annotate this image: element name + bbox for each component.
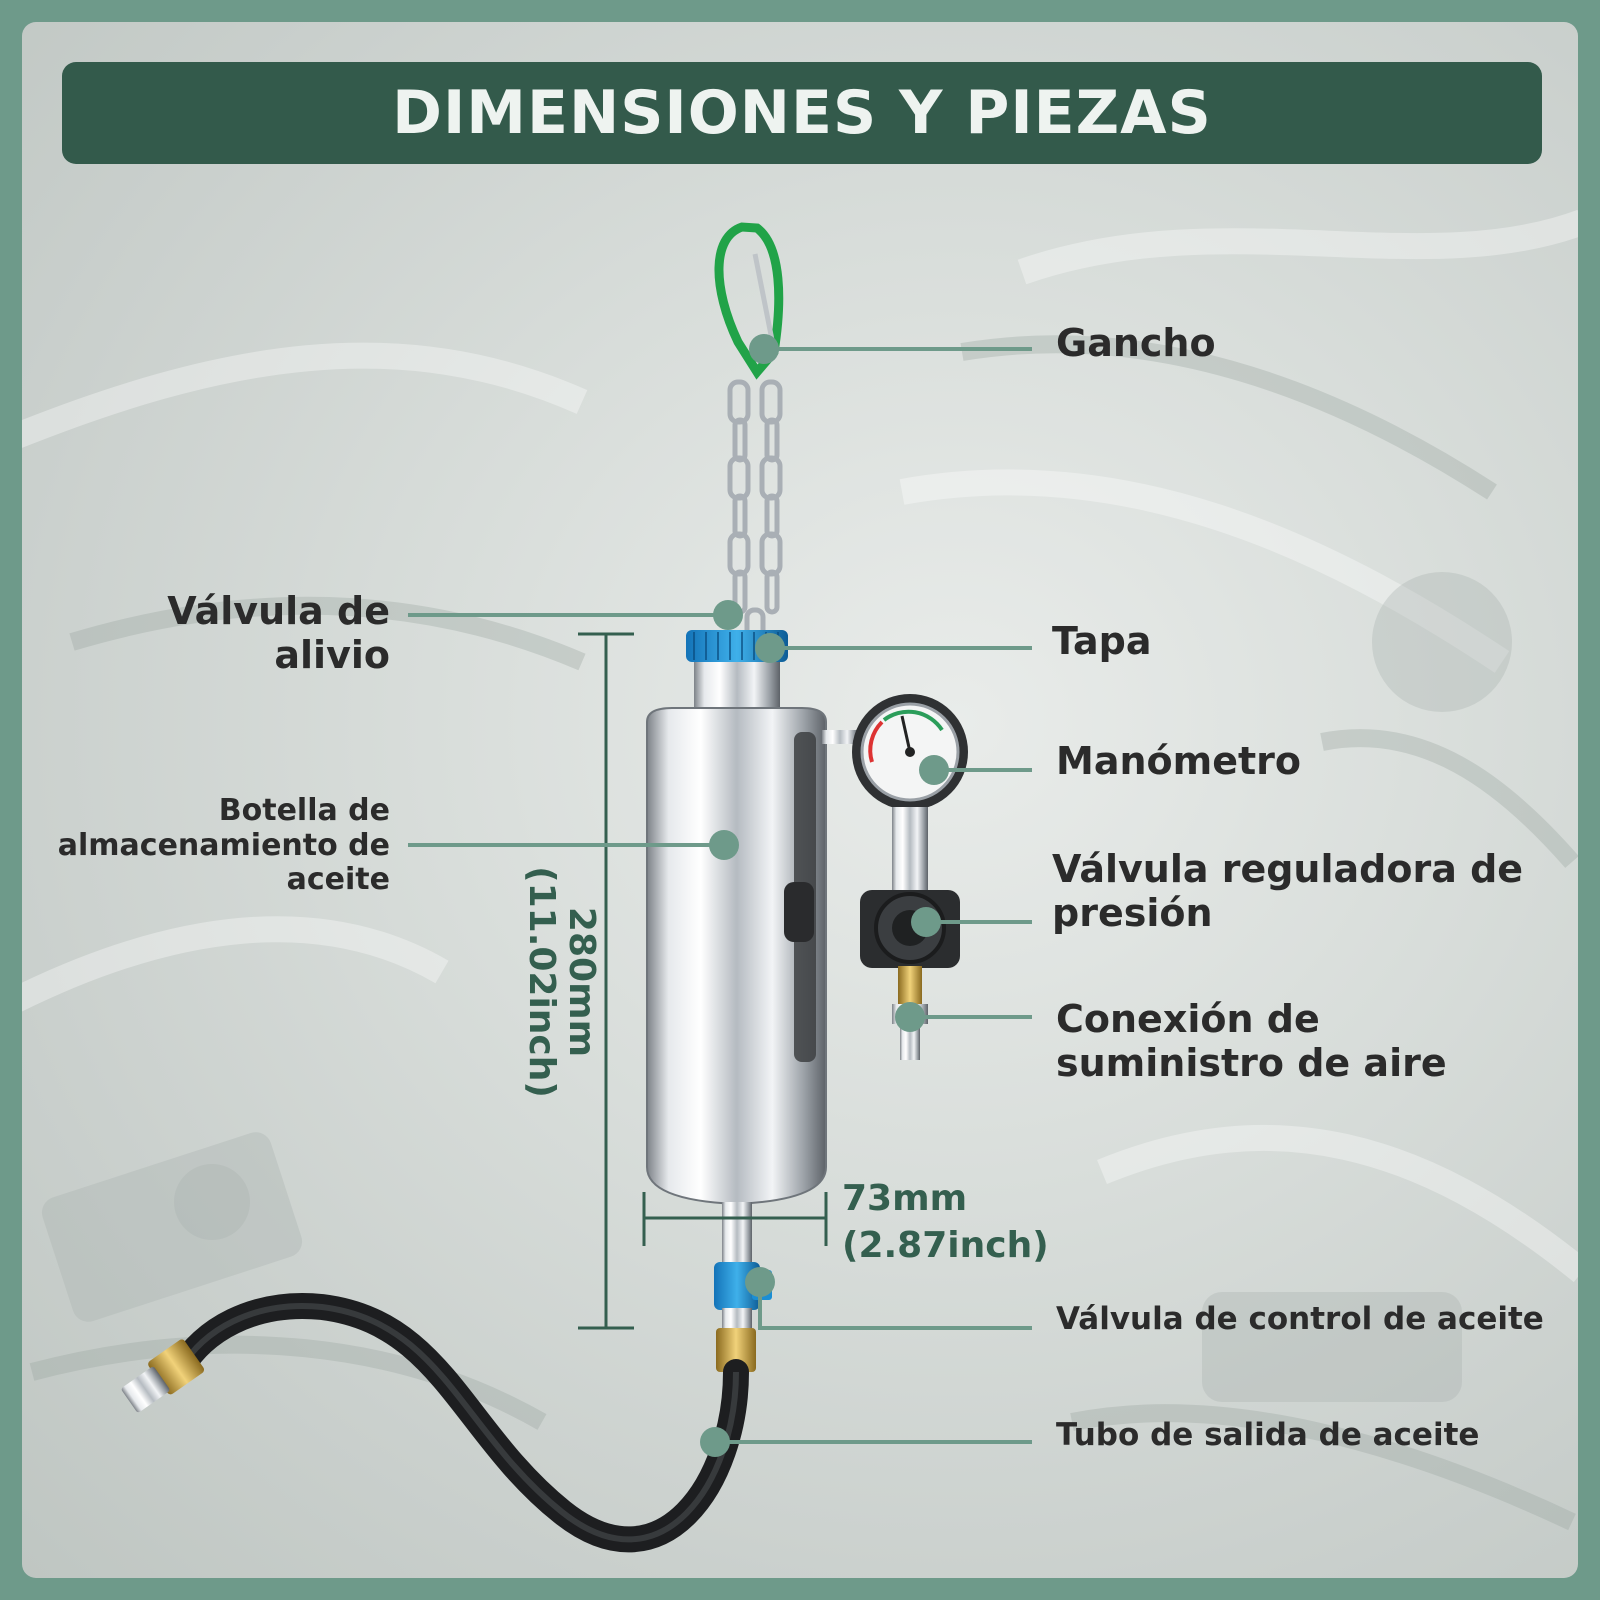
- title-banner: DIMENSIONES Y PIEZAS: [62, 62, 1542, 164]
- oil-bottle: [646, 707, 827, 1206]
- callout-dot-botella: [709, 830, 739, 860]
- label-conexion-line2: suministro de aire: [1056, 1040, 1447, 1085]
- label-botella: Botella de almacenamiento de aceite: [40, 793, 390, 898]
- oil-outlet-hose: [169, 1293, 749, 1553]
- label-control-aceite: Válvula de control de aceite: [1056, 1301, 1544, 1337]
- label-conexion-line1: Conexión de: [1056, 997, 1320, 1041]
- label-botella-line2: almacenamiento de: [57, 827, 390, 863]
- width-dimension-text: 73mm (2.87inch): [842, 1176, 1049, 1270]
- product-illustration: 280mm (11.02inch): [121, 222, 1032, 1553]
- label-valvula-alivio: Válvula de alivio: [167, 589, 390, 677]
- width-inch-label: (2.87inch): [842, 1224, 1049, 1266]
- callout-dot-tubo-salida: [700, 1427, 730, 1457]
- height-inch-label: (11.02inch): [521, 866, 562, 1098]
- bottle-neck: [694, 660, 780, 712]
- pressure-regulator-valve: [860, 890, 960, 968]
- background-engine-art: [22, 209, 1578, 1531]
- label-reguladora-line2: presión: [1052, 890, 1213, 935]
- air-supply-connector: [892, 966, 928, 1060]
- diagram-card: DIMENSIONES Y PIEZAS: [22, 22, 1578, 1578]
- callout-dot-conexion: [895, 1002, 925, 1032]
- callout-dot-control-aceite: [745, 1267, 775, 1297]
- label-tapa: Tapa: [1052, 619, 1152, 663]
- label-reguladora: Válvula reguladora de presión: [1052, 847, 1524, 935]
- label-botella-line1: Botella de: [218, 793, 390, 828]
- callout-line-control-aceite: [758, 1282, 1032, 1330]
- label-gancho: Gancho: [1056, 321, 1216, 365]
- label-botella-line3: aceite: [286, 862, 390, 897]
- label-tubo-salida: Tubo de salida de aceite: [1056, 1417, 1480, 1453]
- page-title: DIMENSIONES Y PIEZAS: [392, 78, 1212, 148]
- callout-dot-tapa: [755, 633, 785, 663]
- callout-dot-reguladora: [911, 907, 941, 937]
- pressure-gauge: [852, 694, 968, 810]
- callout-dot-gancho: [749, 334, 779, 364]
- callout-dot-valvula-alivio: [713, 600, 743, 630]
- width-dimension-line: [642, 1192, 828, 1246]
- chain: [727, 379, 783, 683]
- height-mm-label: 280mm: [561, 907, 602, 1057]
- height-dimension-line: [578, 632, 634, 1330]
- callout-dot-manometro: [919, 755, 949, 785]
- width-mm-label: 73mm: [842, 1178, 968, 1219]
- label-manometro: Manómetro: [1056, 739, 1301, 783]
- label-conexion: Conexión de suministro de aire: [1056, 997, 1447, 1085]
- label-reguladora-line1: Válvula reguladora de: [1052, 847, 1524, 891]
